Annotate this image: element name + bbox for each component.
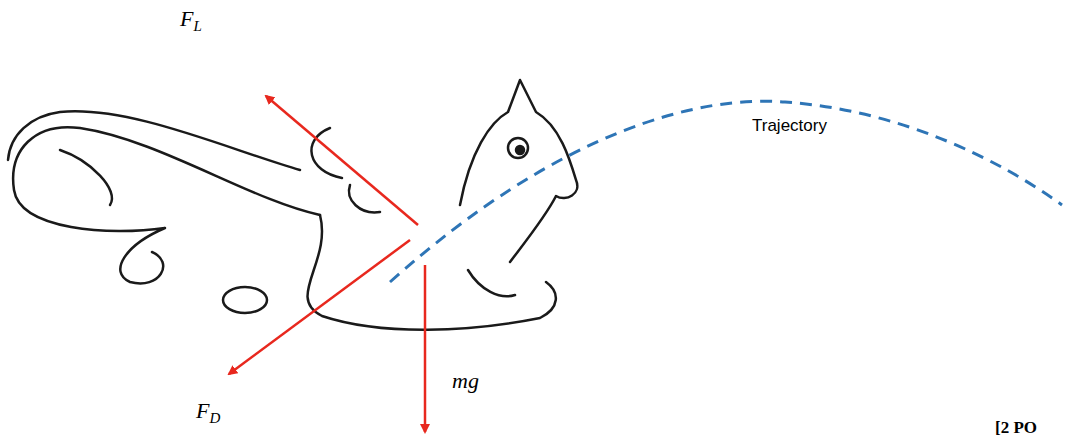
trajectory-curve (390, 101, 1062, 282)
force-label: mg (452, 368, 479, 394)
weight-arrow (424, 265, 427, 432)
force-label: FD (196, 398, 220, 427)
points-note: [2 PO (995, 418, 1037, 438)
curve-label: Trajectory (752, 116, 827, 136)
drag-arrow (229, 240, 410, 374)
lift-arrow (266, 96, 418, 225)
squirrel-sketch (8, 80, 577, 330)
force-label: FL (180, 6, 202, 35)
